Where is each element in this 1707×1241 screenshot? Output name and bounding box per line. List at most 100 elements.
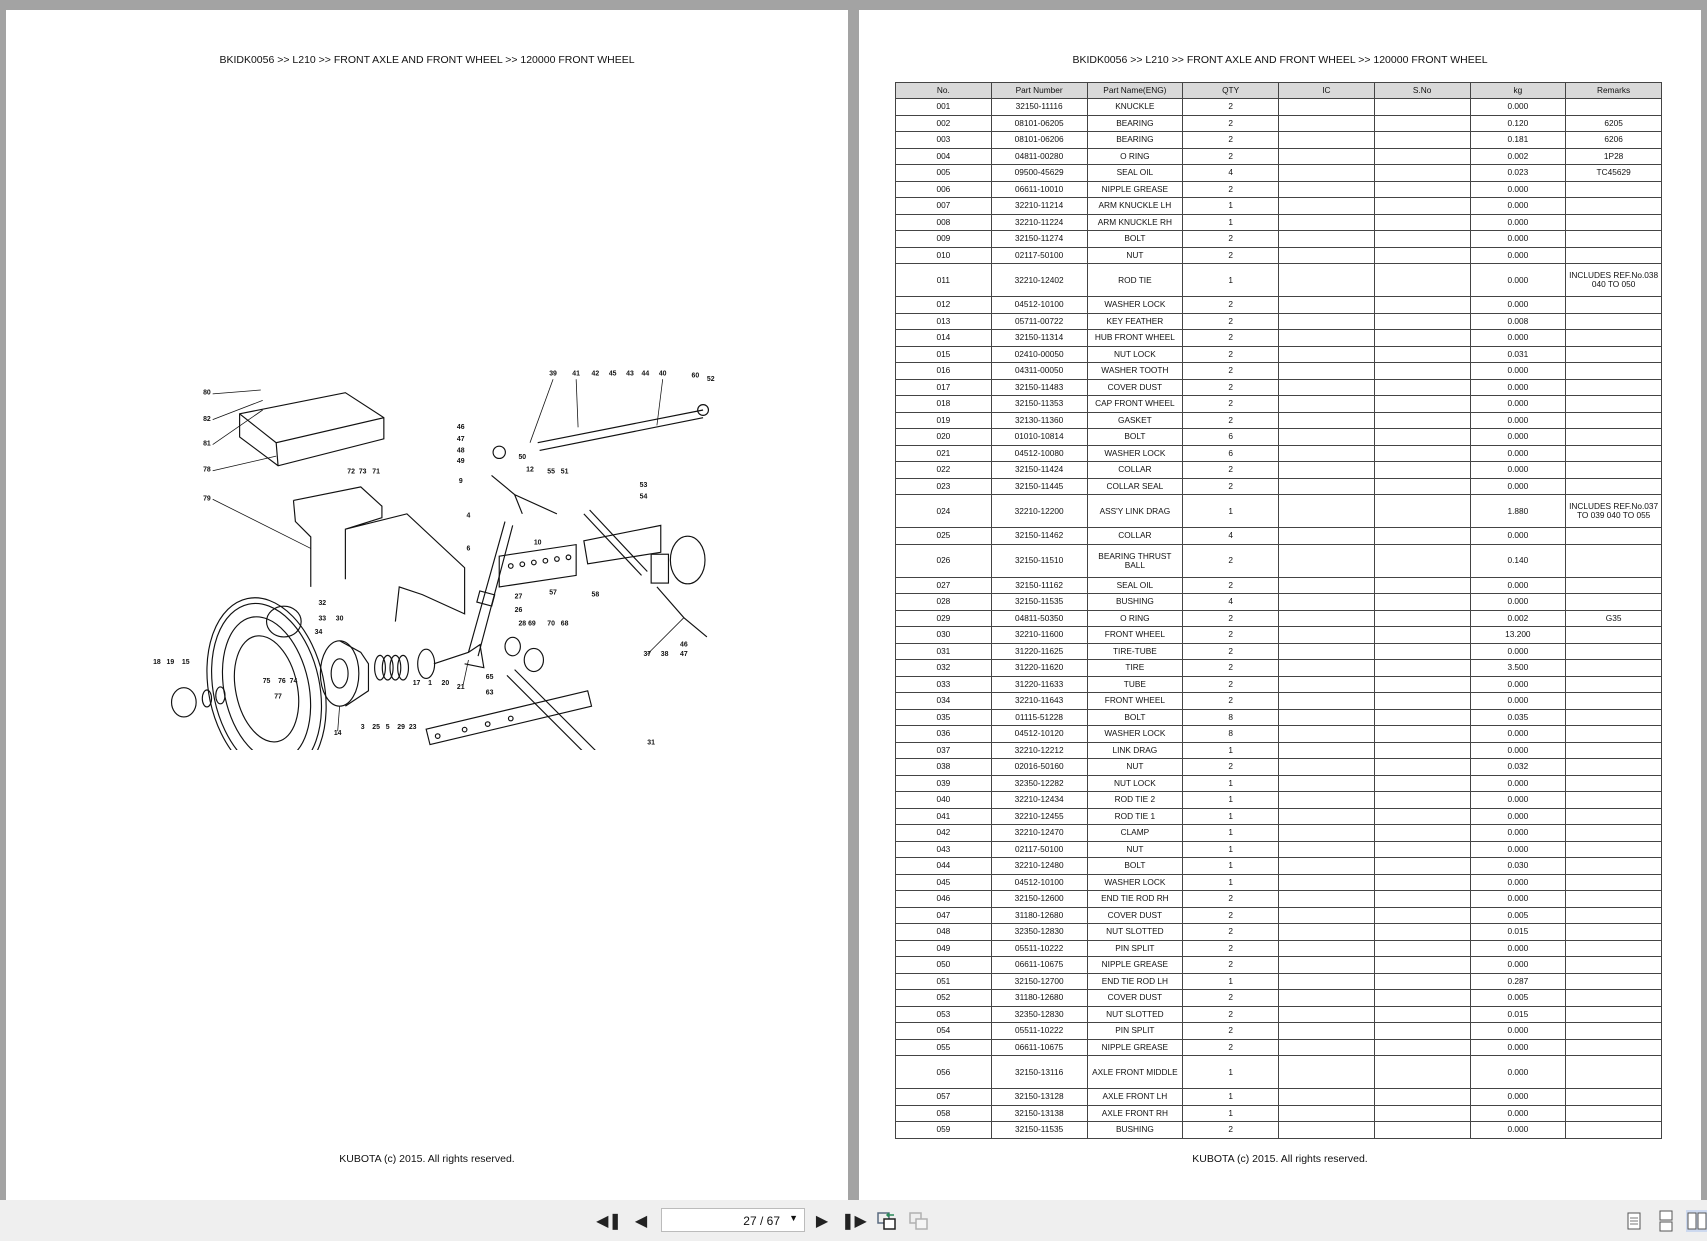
cell-name: NUT — [1086, 758, 1184, 776]
cell-kg: 0.000 — [1469, 230, 1567, 248]
cell-part: 32210-11224 — [990, 213, 1088, 231]
callout-label: 77 — [274, 693, 282, 700]
cell-sno — [1373, 213, 1471, 231]
tie-rod-end-left — [492, 445, 506, 460]
cell-part: 09500-45629 — [990, 164, 1088, 182]
cell-no: 037 — [895, 741, 992, 759]
callout-label: 82 — [203, 416, 211, 423]
cell-no: 005 — [895, 164, 992, 182]
leader-line — [212, 498, 311, 549]
cell-qty: 2 — [1182, 543, 1279, 578]
cell-sno — [1373, 972, 1471, 990]
cell-no: 002 — [895, 114, 992, 132]
cell-qty: 2 — [1182, 923, 1279, 941]
cell-ic — [1278, 312, 1375, 330]
cell-name: TIRE — [1086, 659, 1184, 677]
page-right: BKIDK0056 >> L210 >> FRONT AXLE AND FRON… — [859, 10, 1701, 1200]
callout-label: 54 — [640, 493, 648, 500]
cell-remarks — [1565, 972, 1662, 990]
previous-view-icon[interactable] — [876, 1210, 898, 1232]
cell-sno — [1373, 1121, 1471, 1139]
cell-qty: 1 — [1182, 197, 1279, 215]
cell-sno — [1373, 642, 1471, 660]
cell-qty: 2 — [1182, 246, 1279, 264]
callout-label: 50 — [518, 454, 526, 461]
cap-front-wheel — [170, 687, 197, 718]
next-view-icon[interactable] — [908, 1210, 930, 1232]
cell-name: TUBE — [1086, 675, 1184, 693]
cell-sno — [1373, 576, 1471, 594]
previous-page-icon[interactable]: ◀ — [634, 1213, 648, 1230]
cell-ic — [1278, 543, 1375, 578]
continuous-page-icon[interactable] — [1655, 1210, 1677, 1232]
first-page-icon[interactable]: ◀❚ — [596, 1213, 622, 1230]
cell-part: 32350-12830 — [990, 1005, 1088, 1023]
cell-ic — [1278, 725, 1375, 743]
callout-label: 43 — [626, 370, 634, 377]
cell-qty: 2 — [1182, 362, 1279, 380]
bolt-hole — [461, 726, 468, 733]
cell-sno — [1373, 477, 1471, 495]
cell-qty: 6 — [1182, 428, 1279, 446]
cell-ic — [1278, 824, 1375, 842]
cell-sno — [1373, 527, 1471, 545]
cell-kg: 0.031 — [1469, 345, 1567, 363]
right-knuckle — [650, 553, 670, 584]
callout-label: 27 — [515, 593, 523, 600]
cell-no: 048 — [895, 923, 992, 941]
page-breadcrumb: BKIDK0056 >> L210 >> FRONT AXLE AND FRON… — [219, 54, 635, 66]
cell-remarks — [1565, 939, 1662, 957]
tie-rod-end — [697, 404, 710, 416]
two-page-icon[interactable] — [1686, 1210, 1707, 1232]
cell-sno — [1373, 923, 1471, 941]
cell-sno — [1373, 791, 1471, 809]
cell-kg: 0.002 — [1469, 609, 1567, 627]
leader-line — [529, 379, 554, 443]
kingpin — [467, 521, 514, 657]
cell-ic — [1278, 609, 1375, 627]
cell-no: 031 — [895, 642, 992, 660]
cell-qty: 2 — [1182, 477, 1279, 495]
bolt-hole — [507, 715, 514, 722]
cell-sno — [1373, 296, 1471, 314]
last-page-icon[interactable]: ❚▶ — [841, 1213, 867, 1230]
cell-sno — [1373, 411, 1471, 429]
cell-no: 040 — [895, 791, 992, 809]
cell-name: BEARING THRUST BALL — [1086, 543, 1184, 578]
cell-qty: 2 — [1182, 395, 1279, 413]
cell-part: 32210-11643 — [990, 692, 1088, 710]
cell-name: NUT SLOTTED — [1086, 923, 1184, 941]
cell-remarks — [1565, 1088, 1662, 1106]
cell-name: ROD TIE — [1086, 263, 1184, 297]
cell-no: 023 — [895, 477, 992, 495]
cell-qty: 2 — [1182, 131, 1279, 149]
callout-label: 46 — [680, 642, 688, 649]
next-page-icon[interactable]: ▶ — [815, 1213, 829, 1230]
callout-label: 49 — [457, 458, 465, 465]
cell-qty: 2 — [1182, 675, 1279, 693]
cell-ic — [1278, 263, 1375, 297]
cell-name: ARM KNUCKLE LH — [1086, 197, 1184, 215]
page-number-input[interactable]: 27 / 67 ▼ — [661, 1208, 805, 1232]
cell-qty: 2 — [1182, 329, 1279, 347]
callout-label: 70 — [547, 620, 555, 627]
single-page-icon[interactable] — [1623, 1210, 1645, 1232]
cell-part: 02016-50160 — [990, 758, 1088, 776]
dropdown-arrow-icon[interactable]: ▼ — [789, 1213, 798, 1223]
cell-name: GASKET — [1086, 411, 1184, 429]
cell-part: 31220-11620 — [990, 659, 1088, 677]
cell-name: WASHER LOCK — [1086, 725, 1184, 743]
cell-sno — [1373, 906, 1471, 924]
callout-label: 47 — [680, 651, 688, 658]
column-header: S.No — [1373, 82, 1471, 99]
hub-center — [330, 658, 349, 689]
cell-name: CLAMP — [1086, 824, 1184, 842]
